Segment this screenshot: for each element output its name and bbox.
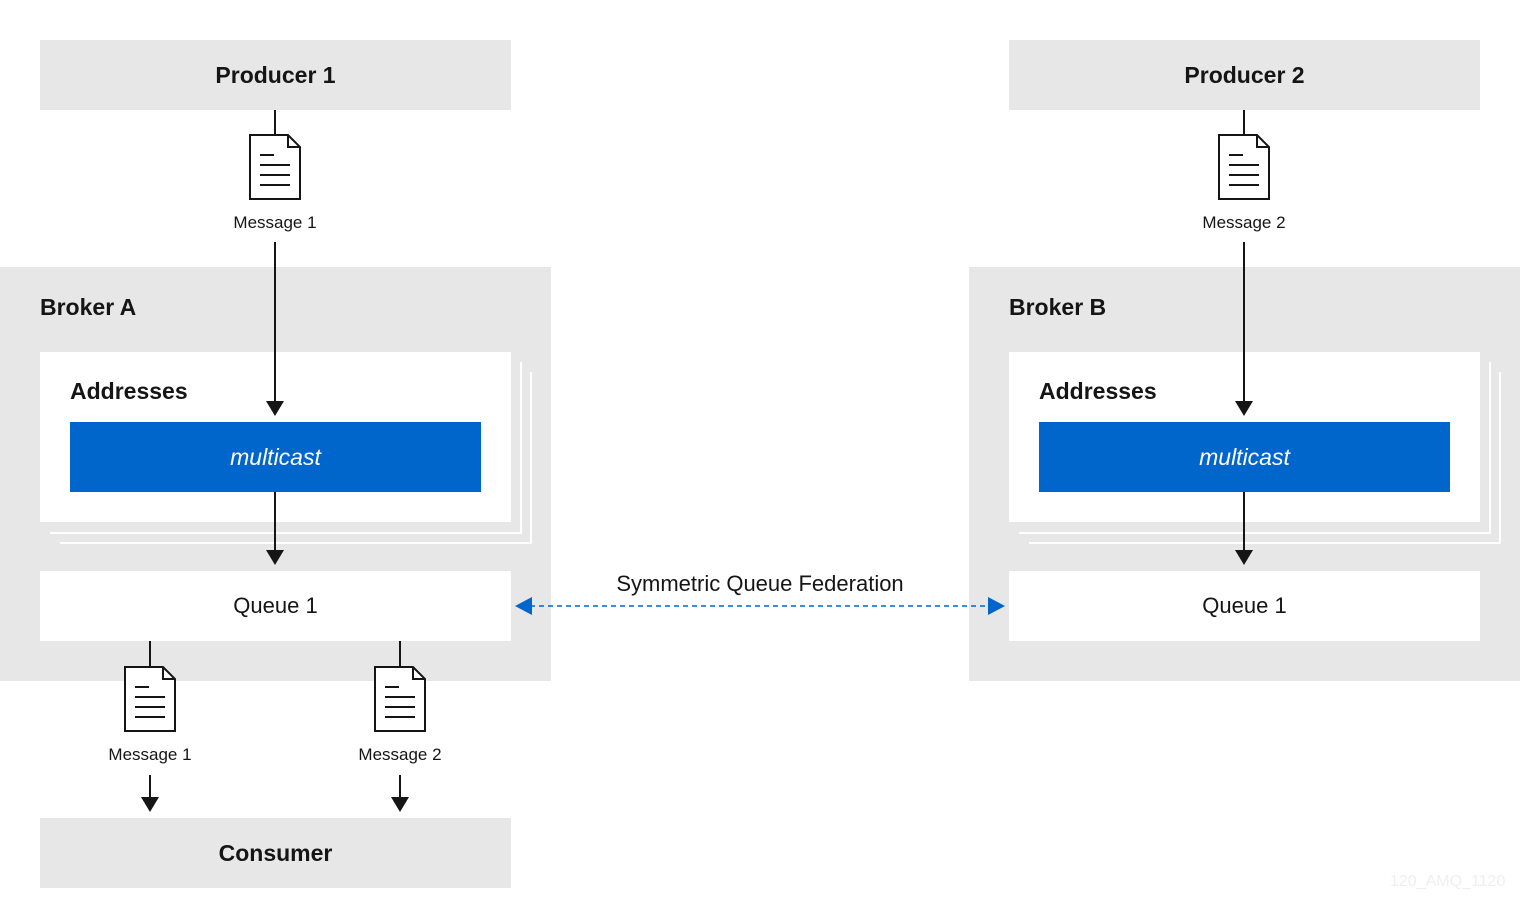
- broker-a-queue-label: Queue 1: [233, 593, 318, 618]
- producer-1-box: Producer 1: [40, 40, 511, 110]
- producer-1-message-label: Message 1: [233, 213, 317, 232]
- arrow-head-icon: [141, 797, 159, 812]
- message-document-icon: [374, 666, 426, 732]
- message-document-icon: [124, 666, 176, 732]
- consumer-message-2-label: Message 2: [358, 745, 442, 764]
- producer-1-label: Producer 1: [215, 61, 336, 88]
- message-document-icon: [1218, 134, 1270, 200]
- arrow-head-icon: [266, 401, 284, 416]
- consumer-label: Consumer: [218, 839, 333, 866]
- producer-2-label: Producer 2: [1184, 61, 1305, 88]
- arrow-head-icon: [391, 797, 409, 812]
- broker-b-addresses-label: Addresses: [1039, 378, 1157, 404]
- message-document-icon: [249, 134, 301, 200]
- arrow-head-icon: [1235, 550, 1253, 565]
- broker-a-queue: Queue 1: [40, 571, 511, 641]
- broker-b-multicast-label: multicast: [1199, 443, 1290, 470]
- federation-arrow-left-icon: [515, 597, 532, 615]
- broker-a-addresses-label: Addresses: [70, 378, 188, 404]
- figure-watermark: 120_AMQ_1120: [1390, 873, 1506, 890]
- arrow-head-icon: [266, 550, 284, 565]
- federation-arrow-right-icon: [988, 597, 1005, 615]
- broker-b-label: Broker B: [1009, 294, 1107, 320]
- broker-a-multicast-address: multicast: [70, 422, 481, 492]
- broker-b-queue-label: Queue 1: [1202, 593, 1287, 618]
- producer-2-message-label: Message 2: [1202, 213, 1286, 232]
- broker-b-multicast-address: multicast: [1039, 422, 1450, 492]
- broker-a-label: Broker A: [40, 294, 137, 320]
- broker-a-multicast-label: multicast: [230, 443, 321, 470]
- federation-label: Symmetric Queue Federation: [616, 571, 904, 596]
- arrow-head-icon: [1235, 401, 1253, 416]
- producer-2-box: Producer 2: [1009, 40, 1480, 110]
- broker-b-queue: Queue 1: [1009, 571, 1480, 641]
- consumer-box: Consumer: [40, 818, 511, 888]
- consumer-message-1-label: Message 1: [108, 745, 192, 764]
